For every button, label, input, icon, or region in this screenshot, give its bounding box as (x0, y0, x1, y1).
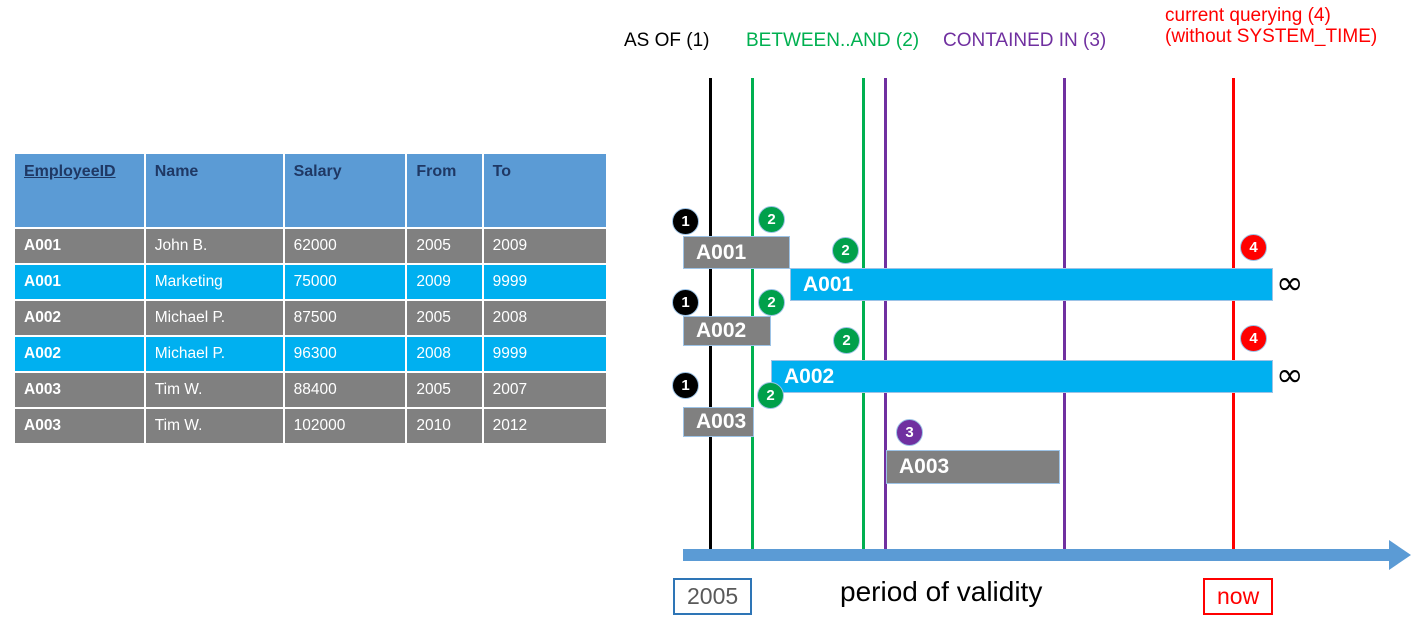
column-header-employeeid: EmployeeID (15, 154, 144, 227)
infinity-icon: ∞ (1276, 355, 1304, 394)
guideline-now (1232, 78, 1235, 560)
legend-current-querying: current querying (4) (without SYSTEM_TIM… (1165, 5, 1377, 48)
guideline-between-end (862, 78, 865, 560)
cell-from: 2005 (407, 301, 482, 335)
badge-contained-in-a003: 3 (896, 419, 923, 446)
cell-salary: 102000 (284, 409, 406, 443)
cell-salary: 75000 (284, 265, 406, 299)
column-header-salary: Salary (284, 154, 406, 227)
timeline-bar-a002-closed: A002 (683, 316, 771, 346)
cell-name: Marketing (145, 265, 283, 299)
table-body: A001 John B. 62000 2005 2009 A001 Market… (15, 229, 606, 443)
cell-to: 2008 (483, 301, 606, 335)
cell-employeeid: A003 (15, 409, 144, 443)
cell-name: Michael P. (145, 301, 283, 335)
badge-between-a002-start: 2 (758, 289, 785, 316)
cell-employeeid: A001 (15, 229, 144, 263)
table-row: A002 Michael P. 96300 2008 9999 (15, 337, 606, 371)
badge-between-a001-open: 2 (832, 237, 859, 264)
time-axis (683, 549, 1395, 561)
cell-employeeid: A001 (15, 265, 144, 299)
cell-employeeid: A003 (15, 373, 144, 407)
infinity-icon: ∞ (1276, 263, 1304, 302)
cell-from: 2005 (407, 373, 482, 407)
table-header-row: EmployeeID Name Salary From To (15, 154, 606, 227)
badge-current-a002: 4 (1240, 325, 1267, 352)
cell-from: 2010 (407, 409, 482, 443)
table-row: A003 Tim W. 102000 2010 2012 (15, 409, 606, 443)
employee-temporal-table: EmployeeID Name Salary From To A001 John… (13, 152, 608, 445)
cell-name: John B. (145, 229, 283, 263)
table-row: A003 Tim W. 88400 2005 2007 (15, 373, 606, 407)
badge-as-of-a001: 1 (672, 208, 699, 235)
axis-title: period of validity (840, 576, 1043, 607)
cell-name: Tim W. (145, 373, 283, 407)
cell-name: Michael P. (145, 337, 283, 371)
cell-to: 9999 (483, 337, 606, 371)
table-row: A001 Marketing 75000 2009 9999 (15, 265, 606, 299)
cell-to: 2009 (483, 229, 606, 263)
cell-salary: 87500 (284, 301, 406, 335)
cell-to: 9999 (483, 265, 606, 299)
cell-salary: 88400 (284, 373, 406, 407)
cell-salary: 62000 (284, 229, 406, 263)
cell-to: 2007 (483, 373, 606, 407)
badge-as-of-a002: 1 (672, 289, 699, 316)
legend-current-querying-line1: current querying (4) (1165, 5, 1331, 26)
table-row: A002 Michael P. 87500 2005 2008 (15, 301, 606, 335)
badge-between-a002-open: 2 (833, 327, 860, 354)
cell-employeeid: A002 (15, 301, 144, 335)
legend-contained-in: CONTAINED IN (3) (943, 30, 1107, 51)
legend-as-of: AS OF (1) (624, 30, 710, 51)
table-row: A001 John B. 62000 2005 2009 (15, 229, 606, 263)
badge-between-a001-start: 2 (758, 206, 785, 233)
axis-now-label: now (1203, 578, 1274, 615)
column-header-name: Name (145, 154, 283, 227)
badge-current-a001: 4 (1240, 234, 1267, 261)
cell-from: 2005 (407, 229, 482, 263)
cell-name: Tim W. (145, 409, 283, 443)
cell-from: 2008 (407, 337, 482, 371)
cell-salary: 96300 (284, 337, 406, 371)
guideline-contained-end (1063, 78, 1066, 560)
axis-start-label: 2005 (673, 578, 753, 615)
cell-employeeid: A002 (15, 337, 144, 371)
cell-from: 2009 (407, 265, 482, 299)
badge-between-a003: 2 (757, 382, 784, 409)
badge-as-of-a003: 1 (672, 372, 699, 399)
guideline-between-start (751, 78, 754, 560)
timeline-bar-a002-open: A002 (771, 360, 1273, 393)
time-axis-arrow-icon (1389, 540, 1411, 570)
column-header-employeeid-label: EmployeeID (24, 163, 116, 180)
timeline-bar-a001-open: A001 (790, 268, 1273, 301)
timeline-bar-a001-closed: A001 (683, 236, 790, 269)
timeline-bar-a003-first: A003 (683, 407, 754, 437)
guideline-contained-start (884, 78, 887, 560)
legend-between-and: BETWEEN..AND (2) (746, 30, 920, 51)
timeline-bar-a003-second: A003 (886, 450, 1060, 484)
column-header-from: From (407, 154, 482, 227)
column-header-to: To (483, 154, 606, 227)
legend-current-querying-line2: (without SYSTEM_TIME) (1165, 26, 1378, 48)
cell-to: 2012 (483, 409, 606, 443)
guideline-as-of (709, 78, 712, 560)
